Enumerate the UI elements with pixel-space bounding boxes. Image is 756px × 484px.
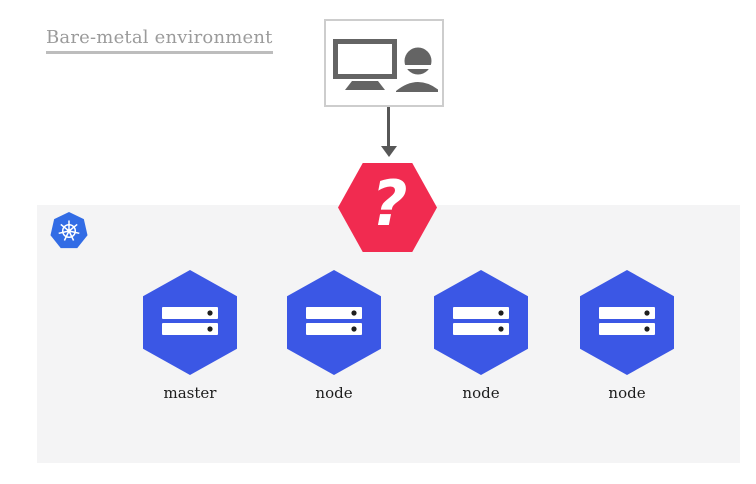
question-hexagon: ? <box>338 163 437 252</box>
server-hexagon-icon <box>287 270 381 375</box>
question-hexagon-icon <box>338 163 437 252</box>
server-hexagon-icon <box>580 270 674 375</box>
server-hexagon-icon <box>143 270 237 375</box>
user-workstation-box <box>324 19 444 107</box>
down-arrow-head-icon <box>381 146 397 157</box>
node-label: node <box>608 384 646 402</box>
kubernetes-logo-icon <box>50 212 88 249</box>
cluster-node-1: node <box>274 270 394 402</box>
node-label: master <box>163 384 217 402</box>
question-mark-glyph: ? <box>371 166 408 240</box>
cluster-node-master: master <box>130 270 250 402</box>
node-label: node <box>315 384 353 402</box>
down-arrow-line <box>387 107 390 147</box>
monitor-and-user-icon <box>333 39 438 92</box>
node-label: node <box>462 384 500 402</box>
diagram-title: Bare-metal environment <box>46 27 273 54</box>
cluster-node-2: node <box>421 270 541 402</box>
server-hexagon-icon <box>434 270 528 375</box>
cluster-node-3: node <box>567 270 687 402</box>
